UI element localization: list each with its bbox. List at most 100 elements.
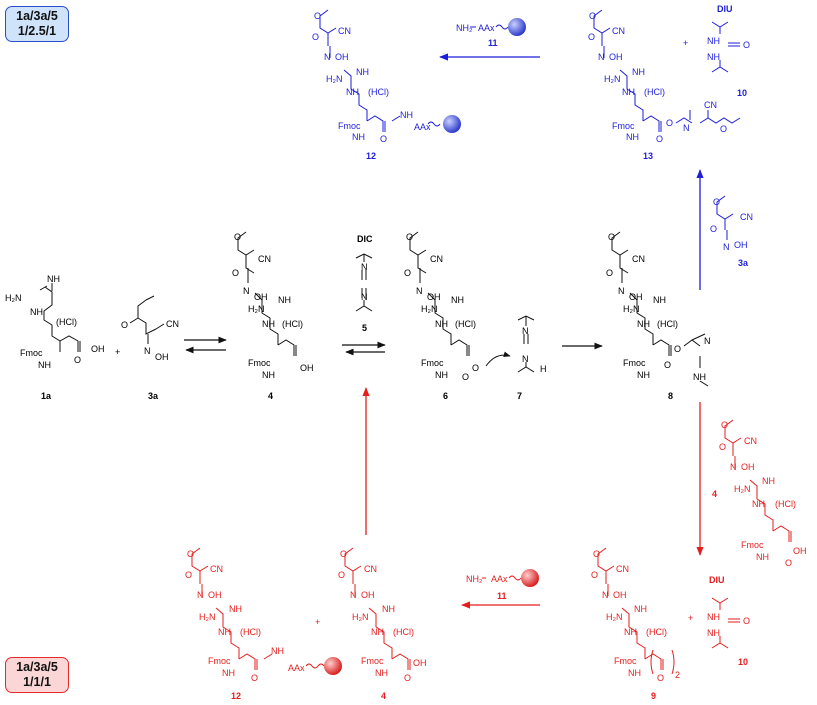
atom-label: NH [707, 612, 720, 622]
atom-label: O [234, 232, 241, 242]
compound-4 [237, 231, 297, 356]
resin-bead-icon [324, 657, 342, 675]
compound-number-6: 6 [443, 391, 448, 401]
compound-number-1a: 1a [41, 391, 52, 401]
atom-label: O [380, 134, 387, 144]
compound-number-11: 11 [488, 38, 498, 48]
compound-13 [593, 9, 741, 132]
atom-label: Fmoc [208, 656, 231, 666]
atom-label: NH [30, 307, 43, 317]
compound-12-blue [319, 9, 441, 132]
atom-label: OH [361, 590, 375, 600]
atom-label: O [472, 363, 479, 373]
atom-label: H₂N [734, 484, 751, 494]
atom-label: NH [262, 370, 275, 380]
atom-label: NH [626, 132, 639, 142]
atom-label: OH [741, 462, 755, 472]
atom-label: Fmoc [248, 358, 271, 368]
compound-number-10: 10 [737, 88, 747, 98]
atom-label: N [197, 590, 204, 600]
atom-label: NH [622, 87, 635, 97]
atom-label: CN [740, 212, 753, 222]
atom-label: O [187, 549, 194, 559]
atom-label: OH [335, 52, 349, 62]
atom-label: O [608, 232, 615, 242]
atom-label: O [720, 124, 727, 134]
atom-label: NH [435, 319, 448, 329]
condition-ratio-value: 1/1/1 [23, 675, 51, 689]
atom-label: NH [637, 319, 650, 329]
atom-label: H₂N [606, 612, 623, 622]
atom-label: NH [356, 67, 369, 77]
compound-3a [129, 295, 165, 344]
resin-bead-icon [508, 18, 526, 36]
atom-label: O [404, 673, 411, 683]
compound-3a-blue [716, 195, 734, 240]
atom-label: NH [278, 295, 291, 305]
atom-label: O [340, 549, 347, 559]
diu-label: DIU [717, 4, 733, 14]
atom-label: O [462, 372, 469, 382]
atom-label: (HCl) [775, 499, 796, 509]
atom-label: O [251, 673, 258, 683]
atom-label: NH [229, 604, 242, 614]
atom-label: N [144, 346, 151, 356]
atom-label: OH [427, 292, 441, 302]
compound-number-7: 7 [517, 391, 522, 401]
atom-label: Fmoc [614, 656, 637, 666]
atom-label: NH [371, 627, 384, 637]
atom-label: H₂N [326, 74, 343, 84]
condition-ratio-label: 1a/3a/5 [16, 9, 58, 23]
atom-label: O [312, 32, 319, 42]
atom-label: NH [632, 67, 645, 77]
atom-label: O [593, 549, 600, 559]
atom-label: O [713, 197, 720, 207]
atom-label: NH [762, 476, 775, 486]
atom-label: OH [734, 240, 748, 250]
compound-9 [597, 547, 675, 675]
atom-label: NH [707, 628, 720, 638]
atom-label: NH [352, 132, 365, 142]
atom-label: NH [375, 668, 388, 678]
atom-label: CN [338, 26, 351, 36]
atom-label: NH [382, 604, 395, 614]
atom-label: Fmoc [338, 121, 361, 131]
atom-label: NH [624, 627, 637, 637]
atom-label: NH [693, 372, 706, 382]
resin-bead-icon [521, 569, 539, 587]
compound-10-blue [711, 21, 740, 73]
atom-label: O [591, 570, 598, 580]
compound-8 [611, 231, 709, 387]
atom-label: OH [208, 590, 222, 600]
atom-label: CN [364, 564, 377, 574]
atom-label: N [416, 286, 423, 296]
compound-5-dic [355, 253, 373, 312]
atom-label: H [540, 364, 547, 374]
atom-label: (HCl) [393, 627, 414, 637]
atom-label: NH [628, 668, 641, 678]
atom-label: O [185, 570, 192, 580]
atom-label: O [656, 134, 663, 144]
compound-number-9: 9 [651, 691, 656, 701]
atom-label: NH [756, 552, 769, 562]
atom-label: OH [629, 292, 643, 302]
diu-label: DIU [709, 575, 725, 585]
atom-label: N [522, 354, 529, 364]
condition-ratio-value: 1/2.5/1 [17, 24, 57, 38]
atom-label: NH [435, 370, 448, 380]
atom-label: CN [166, 319, 179, 329]
atom-label: OH [793, 546, 807, 556]
atom-label: O [719, 442, 726, 452]
atom-label: CN [744, 436, 757, 446]
atom-label: O [406, 232, 413, 242]
atom-label: NH [38, 360, 51, 370]
atom-label: CN [258, 254, 271, 264]
atom-label: (HCl) [657, 319, 678, 329]
atom-label: H₂N [352, 612, 369, 622]
plus-sign: + [683, 38, 688, 48]
condition-ratio-label: 1a/3a/5 [16, 660, 58, 674]
atom-label: Fmoc [421, 358, 444, 368]
atom-label: N [683, 123, 690, 133]
resin-bead-icon [443, 115, 461, 133]
atom-label: O [588, 32, 595, 42]
